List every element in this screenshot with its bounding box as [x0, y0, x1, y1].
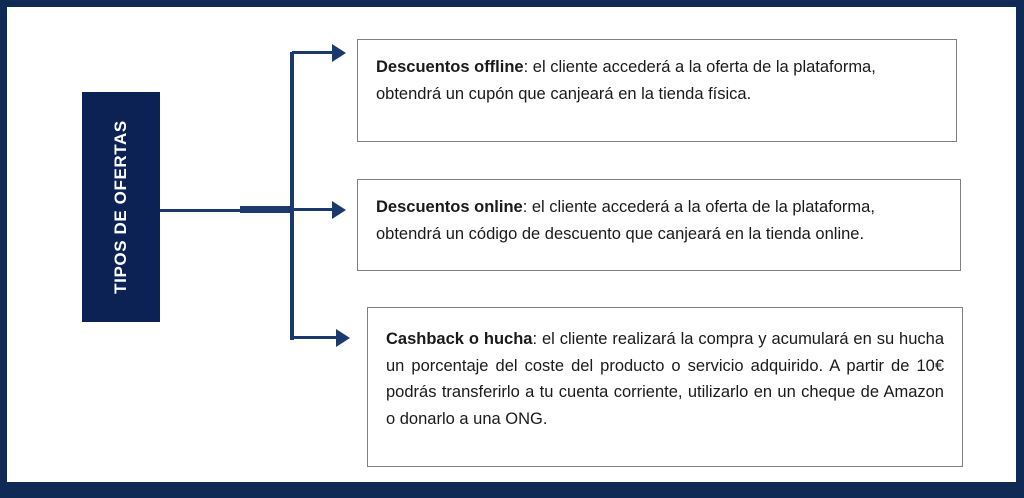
offer-type-box-offline: Descuentos offline: el cliente accederá … — [357, 39, 957, 142]
offer-type-text-online: Descuentos online: el cliente accederá a… — [358, 180, 960, 257]
offer-type-body-offline: el cliente accederá a la oferta de la pl… — [376, 58, 876, 103]
offer-type-separator-offline: : — [523, 58, 529, 76]
arrowhead-icon-1 — [332, 44, 346, 62]
connector-stem-thick — [240, 206, 294, 213]
frame-border-left — [0, 0, 7, 498]
connector-trunk-vertical — [290, 52, 294, 340]
offer-type-box-online: Descuentos online: el cliente accederá a… — [357, 179, 961, 271]
connector-branch-1 — [292, 51, 334, 54]
offer-type-body-cashback: el cliente realizará la compra y acumula… — [386, 330, 945, 429]
offer-type-separator-cashback: : — [532, 330, 538, 348]
offer-type-title-offline: Descuentos offline — [376, 58, 524, 76]
connector-branch-3 — [292, 336, 338, 339]
arrowhead-icon-2 — [332, 201, 346, 219]
arrowhead-icon-3 — [336, 329, 350, 347]
connector-branch-2 — [292, 208, 334, 211]
connector-stem-thin — [160, 209, 277, 212]
offer-type-text-cashback: Cashback o hucha: el cliente realizará l… — [368, 308, 962, 445]
offer-type-title-online: Descuentos online — [376, 198, 523, 216]
offer-type-title-cashback: Cashback o hucha — [386, 330, 533, 348]
offer-type-text-offline: Descuentos offline: el cliente accederá … — [358, 40, 956, 117]
frame-border-right — [1016, 0, 1024, 498]
category-label-text: TIPOS DE OFERTAS — [111, 120, 131, 294]
offer-type-box-cashback: Cashback o hucha: el cliente realizará l… — [367, 307, 963, 467]
category-label-box: TIPOS DE OFERTAS — [82, 92, 160, 322]
offer-type-body-online: el cliente accederá a la oferta de la pl… — [376, 198, 875, 243]
offer-type-separator-online: : — [522, 198, 528, 216]
frame-border-bottom — [0, 482, 1024, 498]
frame-border-top — [0, 0, 1024, 7]
